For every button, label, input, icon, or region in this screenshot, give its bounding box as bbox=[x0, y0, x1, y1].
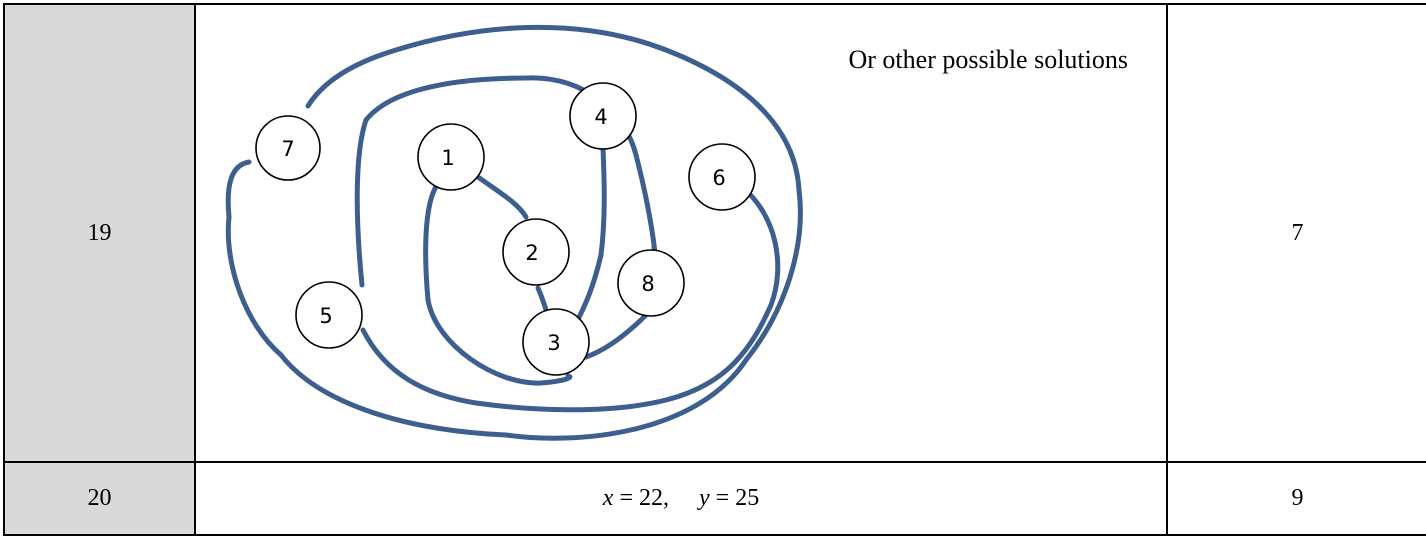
node-7: 7 bbox=[255, 115, 321, 181]
question-number-cell: 19 bbox=[3, 3, 196, 463]
svg-text:6: 6 bbox=[712, 166, 725, 190]
edge-2-3 bbox=[535, 285, 549, 313]
alternative-solutions-note: Or other possible solutions bbox=[848, 45, 1129, 74]
svg-text:5: 5 bbox=[319, 304, 332, 328]
svg-text:3: 3 bbox=[547, 331, 560, 355]
middle-curve-5-8 bbox=[354, 75, 658, 288]
svg-text:8: 8 bbox=[641, 272, 654, 296]
node-5: 5 bbox=[295, 281, 363, 349]
y-value: = 25 bbox=[715, 485, 760, 511]
graph-diagram: 7 1 4 6 2 bbox=[225, 24, 803, 441]
table-row: 20 x = 22, y = 25 9 bbox=[3, 461, 1426, 536]
x-variable: x bbox=[602, 485, 614, 511]
node-8: 8 bbox=[617, 249, 685, 317]
node-3: 3 bbox=[522, 308, 590, 376]
question-number-cell: 20 bbox=[3, 461, 196, 536]
node-6: 6 bbox=[688, 143, 756, 211]
x-value: = 22, bbox=[619, 485, 669, 511]
node-1: 1 bbox=[417, 123, 485, 191]
svg-text:2: 2 bbox=[525, 241, 538, 265]
bottom-curve-6-5 bbox=[360, 184, 781, 413]
edge-3-8 bbox=[583, 312, 649, 360]
table-row: 19 7 bbox=[3, 3, 1426, 463]
node-4: 4 bbox=[569, 82, 637, 150]
answer-cell: x = 22, y = 25 bbox=[194, 461, 1168, 536]
inner-curve-1-3 bbox=[423, 182, 573, 386]
node-2: 2 bbox=[502, 218, 570, 286]
answer-table: 19 7 bbox=[3, 3, 1426, 536]
svg-text:7: 7 bbox=[281, 137, 294, 161]
svg-text:1: 1 bbox=[441, 146, 454, 170]
y-variable: y bbox=[699, 485, 710, 511]
solution-cell: 7 1 4 6 2 bbox=[194, 3, 1168, 463]
svg-text:4: 4 bbox=[594, 105, 607, 129]
edge-3-4 bbox=[570, 145, 607, 332]
outer-curve-7-6 bbox=[225, 24, 803, 441]
score-cell: 9 bbox=[1166, 461, 1426, 536]
edge-1-2 bbox=[475, 174, 529, 220]
score-cell: 7 bbox=[1166, 3, 1426, 463]
